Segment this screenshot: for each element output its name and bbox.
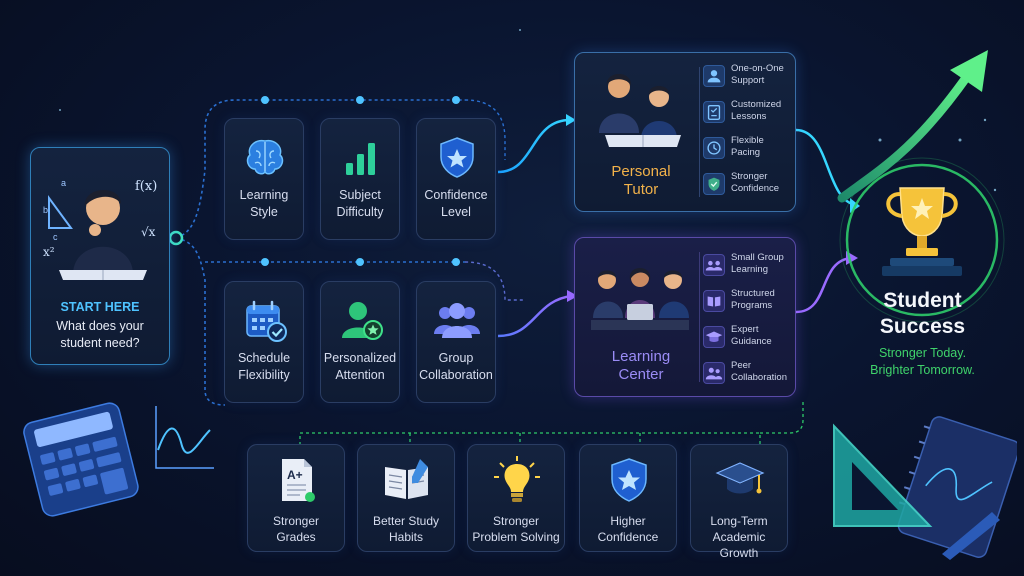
learning-center-scene-illustration	[591, 268, 689, 330]
feature-flexible-pacing: Flexible Pacing	[703, 133, 793, 167]
graduation-cap-icon	[715, 462, 765, 494]
factor-subject-difficulty[interactable]: Subject Difficulty	[320, 118, 400, 240]
feature-label: Flexible Pacing	[731, 135, 764, 158]
clock-icon	[703, 137, 725, 159]
outcome-better-study-habits[interactable]: Better Study Habits	[357, 444, 455, 552]
svg-text:c: c	[53, 232, 58, 242]
factor-confidence-level[interactable]: Confidence Level	[416, 118, 496, 240]
start-heading: START HERE	[60, 300, 140, 314]
group-icon	[434, 303, 480, 338]
factor-label: Schedule Flexibility	[237, 351, 291, 382]
factor-label: Group Collaboration	[419, 351, 493, 382]
outcome-higher-confidence[interactable]: Higher Confidence	[579, 444, 677, 552]
feature-expert-guidance: Expert Guidance	[703, 322, 793, 356]
factor-label: Personalized Attention	[323, 351, 397, 382]
factor-personalized-attention[interactable]: Personalized Attention	[320, 281, 400, 403]
tutor-scene-illustration	[599, 74, 681, 147]
factor-label: Subject Difficulty	[336, 188, 384, 219]
calendar-check-icon	[246, 300, 287, 342]
outcome-stronger-problem-solving[interactable]: Stronger Problem Solving	[467, 444, 565, 552]
factor-schedule-flexibility[interactable]: Schedule Flexibility	[224, 281, 304, 403]
shield-star-icon	[440, 137, 474, 178]
factor-group-collaboration[interactable]: Group Collaboration	[416, 281, 496, 403]
feature-label: Customized Lessons	[731, 99, 782, 122]
svg-text:b: b	[43, 205, 48, 215]
grade-paper-icon: A+	[282, 459, 315, 502]
feature-peer-collaboration: Peer Collaboration	[703, 358, 793, 392]
shield-check-icon	[703, 173, 725, 195]
factor-learning-style[interactable]: Learning Style	[224, 118, 304, 240]
svg-text:√x: √x	[141, 225, 156, 239]
feature-label: Stronger Confidence	[731, 171, 780, 194]
option-title: Learning Center	[611, 348, 671, 383]
svg-text:a: a	[61, 178, 66, 188]
outcome-label: Long-Term Academic Growth	[710, 514, 768, 560]
feature-one-on-one: One-on-One Support	[703, 61, 793, 95]
feature-small-group: Small Group Learning	[703, 250, 793, 284]
learning-center-card[interactable]: Learning Center Small Group Learning Str…	[574, 237, 796, 397]
svg-text:f(x): f(x)	[135, 179, 157, 194]
start-question: What does your student need?	[56, 319, 144, 350]
bar-chart-icon	[346, 143, 375, 175]
outcome-stronger-grades[interactable]: A+ Stronger Grades	[247, 444, 345, 552]
book-icon	[703, 290, 725, 312]
personal-tutor-card[interactable]: Personal Tutor One-on-One Support Custom…	[574, 52, 796, 212]
feature-label: Small Group Learning	[731, 252, 784, 275]
people-icon	[703, 362, 725, 384]
triangle-ruler-notebook-icon	[833, 416, 1017, 560]
group-icon	[703, 254, 725, 276]
feature-label: Expert Guidance	[731, 324, 772, 347]
outcome-label: Stronger Problem Solving	[472, 514, 560, 544]
graph-sketch-icon	[155, 406, 214, 469]
brain-icon	[246, 139, 284, 175]
person-icon	[703, 65, 725, 87]
success-title: Student Success	[879, 289, 966, 338]
feature-label: Peer Collaboration	[731, 360, 787, 383]
svg-text:A+: A+	[287, 468, 303, 482]
factor-label: Confidence Level	[424, 188, 488, 219]
feature-customized-lessons: Customized Lessons	[703, 97, 793, 131]
divider	[699, 252, 700, 382]
feature-label: One-on-One Support	[731, 63, 784, 86]
checklist-icon	[703, 101, 725, 123]
svg-text:x²: x²	[43, 245, 55, 259]
trophy-icon	[882, 187, 962, 276]
person-star-icon	[342, 302, 383, 340]
outcome-label: Higher Confidence	[597, 514, 659, 544]
outcome-label: Better Study Habits	[372, 514, 440, 544]
feature-label: Structured Programs	[731, 288, 775, 311]
student-thinking-illustration: a b c f(x) x² √x	[43, 178, 157, 280]
graduation-cap-icon	[703, 326, 725, 348]
lightbulb-icon	[494, 456, 540, 502]
option-title: Personal Tutor	[611, 163, 671, 198]
calculator-icon	[23, 402, 139, 517]
feature-structured-programs: Structured Programs	[703, 286, 793, 320]
start-here-card[interactable]: a b c f(x) x² √x START HERE What does yo…	[30, 147, 170, 365]
feature-stronger-confidence: Stronger Confidence	[703, 169, 793, 203]
outcome-label: Stronger Grades	[272, 514, 320, 544]
shield-star-icon	[611, 458, 647, 502]
start-connector-dot	[168, 230, 184, 246]
open-book-icon	[385, 459, 428, 499]
success-tagline: Stronger Today. Brighter Tomorrow.	[870, 346, 975, 377]
divider	[699, 67, 700, 197]
factor-label: Learning Style	[239, 188, 289, 219]
outcome-long-term-academic-growth[interactable]: Long-Term Academic Growth	[690, 444, 788, 560]
